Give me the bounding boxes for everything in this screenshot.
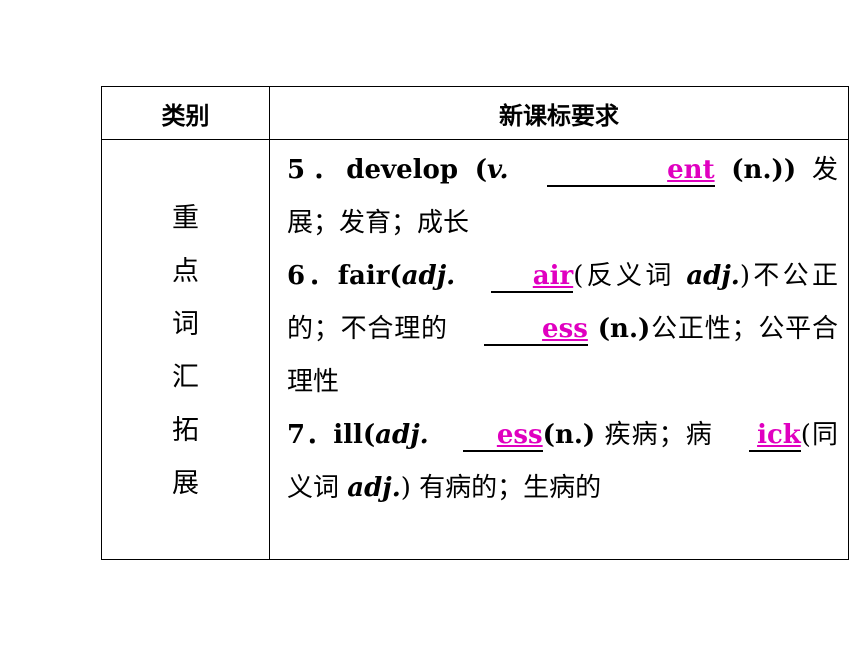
vocab-item-5: 5．develop (v.ent (n.)) 发展；发育；成长	[287, 155, 838, 238]
category-char: 拓	[172, 415, 199, 446]
blank-6a: air	[491, 261, 574, 293]
vocabulary-table: 类别 新课标要求 重 点 词 汇 拓 展 5．develop (v.ent (n…	[101, 86, 849, 560]
category-char: 词	[172, 309, 199, 340]
header-category: 类别	[101, 86, 270, 140]
header-requirements: 新课标要求	[269, 86, 849, 140]
category-label: 重 点 词 汇 拓 展	[102, 192, 269, 510]
content-cell: 5．develop (v.ent (n.)) 发展；发育；成长 6．fair(a…	[269, 139, 849, 560]
vocab-content: 5．develop (v.ent (n.)) 发展；发育；成长 6．fair(a…	[287, 144, 838, 515]
category-char: 汇	[172, 362, 199, 393]
category-char: 展	[172, 468, 199, 499]
table-header-row: 类别 新课标要求	[101, 86, 849, 140]
blank-6b: ess	[483, 314, 588, 346]
blank-7b: ick	[748, 420, 801, 452]
blank-5: ent	[546, 155, 715, 187]
category-cell: 重 点 词 汇 拓 展	[101, 139, 270, 560]
blank-7a: ess	[462, 420, 543, 452]
category-char: 点	[172, 256, 199, 287]
table-row: 重 点 词 汇 拓 展 5．develop (v.ent (n.)) 发展；发育…	[101, 139, 849, 560]
category-char: 重	[172, 203, 199, 234]
